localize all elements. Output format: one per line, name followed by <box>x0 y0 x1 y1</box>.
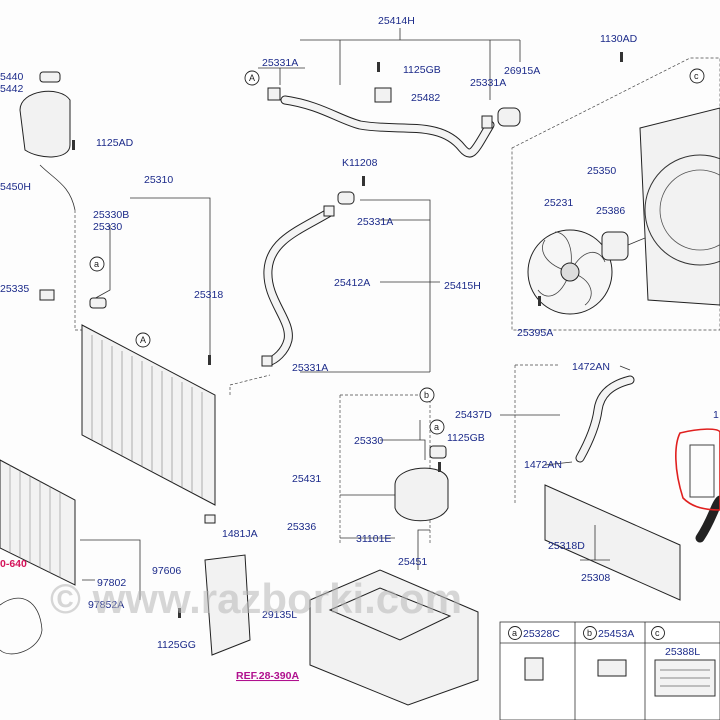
label-25386: 25386 <box>596 205 625 217</box>
label-red-partial: 0-640 <box>0 558 27 570</box>
label-25415H: 25415H <box>444 280 481 292</box>
label-25482: 25482 <box>411 92 440 104</box>
part-symbol-table <box>499 621 720 720</box>
label-edge-partial: 1 <box>713 409 719 421</box>
thermostat-housing <box>497 107 521 127</box>
label-K11208: K11208 <box>342 157 378 169</box>
label-97852A: 97852A <box>88 599 124 611</box>
highlight-circle <box>675 428 720 511</box>
label-25431: 25431 <box>292 473 321 485</box>
label-1472AN-top: 1472AN <box>572 361 610 373</box>
label-25310: 25310 <box>144 174 173 186</box>
hose-clamp-right <box>481 115 493 129</box>
label-25395A: 25395A <box>517 327 553 339</box>
reservoir-tank <box>19 90 71 158</box>
label-1125AD: 1125AD <box>96 137 134 149</box>
label-1130AD: 1130AD <box>600 33 638 45</box>
label-25442: 5442 <box>0 83 24 95</box>
fan-hub <box>560 262 580 282</box>
table-circle-a: a <box>512 628 517 638</box>
circle-a-left: a <box>94 259 99 269</box>
label-1125GB-center: 1125GB <box>447 432 485 444</box>
label-25330-center: 25330 <box>354 435 383 447</box>
label-25331A-top: 25331A <box>262 57 298 69</box>
label-25308: 25308 <box>581 572 610 584</box>
label-97802: 97802 <box>97 577 126 589</box>
label-25451: 25451 <box>398 556 427 568</box>
reservoir-25431 <box>394 467 449 522</box>
label-25318D: 25318D <box>548 540 585 552</box>
label-25331A-lower: 25331A <box>292 362 328 374</box>
fan-assembly-frame <box>511 57 720 331</box>
label-25450H: 5450H <box>0 181 31 193</box>
circle-c-fan: c <box>694 71 699 81</box>
label-25331A-right: 25331A <box>470 77 506 89</box>
label-26915A: 26915A <box>504 65 540 77</box>
label-1472AN-lower: 1472AN <box>524 459 562 471</box>
circle-a-center: a <box>434 422 439 432</box>
watermark: © www.razborki.com <box>50 575 462 622</box>
bracket-25482 <box>374 87 392 103</box>
label-25335: 25335 <box>0 283 29 295</box>
circle-A-top: A <box>249 73 255 83</box>
radiator-25308 <box>544 484 681 601</box>
label-1125GB-top: 1125GB <box>403 64 441 76</box>
label-1481JA: 1481JA <box>222 528 258 540</box>
label-25414H: 25414H <box>378 15 415 27</box>
label-1125GG: 1125GG <box>157 639 196 651</box>
label-25331A-center: 25331A <box>357 216 393 228</box>
hose-clamp-left <box>267 87 281 101</box>
label-25318: 25318 <box>194 289 223 301</box>
label-25440: 5440 <box>0 71 24 83</box>
table-label-25388L: 25388L <box>665 646 700 658</box>
label-29135L: 29135L <box>262 609 297 621</box>
fan-shroud-ring <box>644 154 720 266</box>
circle-marker-icon <box>89 68 705 640</box>
bolt-icon <box>377 62 380 72</box>
label-25330B: 25330B <box>93 209 129 221</box>
circle-A-radiator: A <box>140 335 146 345</box>
table-circle-b: b <box>587 628 592 638</box>
table-label-25328C: 25328C <box>523 628 560 640</box>
table-label-25453A: 25453A <box>598 628 634 640</box>
label-25412A: 25412A <box>334 277 370 289</box>
table-circle-c: c <box>655 628 660 638</box>
reference-link[interactable]: REF.28-390A <box>236 670 299 682</box>
label-25350: 25350 <box>587 165 616 177</box>
fan-motor <box>601 231 629 261</box>
reservoir-cap <box>39 71 61 83</box>
bracket-29135L <box>204 554 251 656</box>
fan-shroud <box>639 107 720 306</box>
label-25231: 25231 <box>544 197 573 209</box>
label-31101E: 31101E <box>356 533 391 545</box>
label-25437D: 25437D <box>455 409 492 421</box>
circle-b-center: b <box>424 390 429 400</box>
label-25330-left: 25330 <box>93 221 122 233</box>
label-97606: 97606 <box>152 565 181 577</box>
label-25336: 25336 <box>287 521 316 533</box>
